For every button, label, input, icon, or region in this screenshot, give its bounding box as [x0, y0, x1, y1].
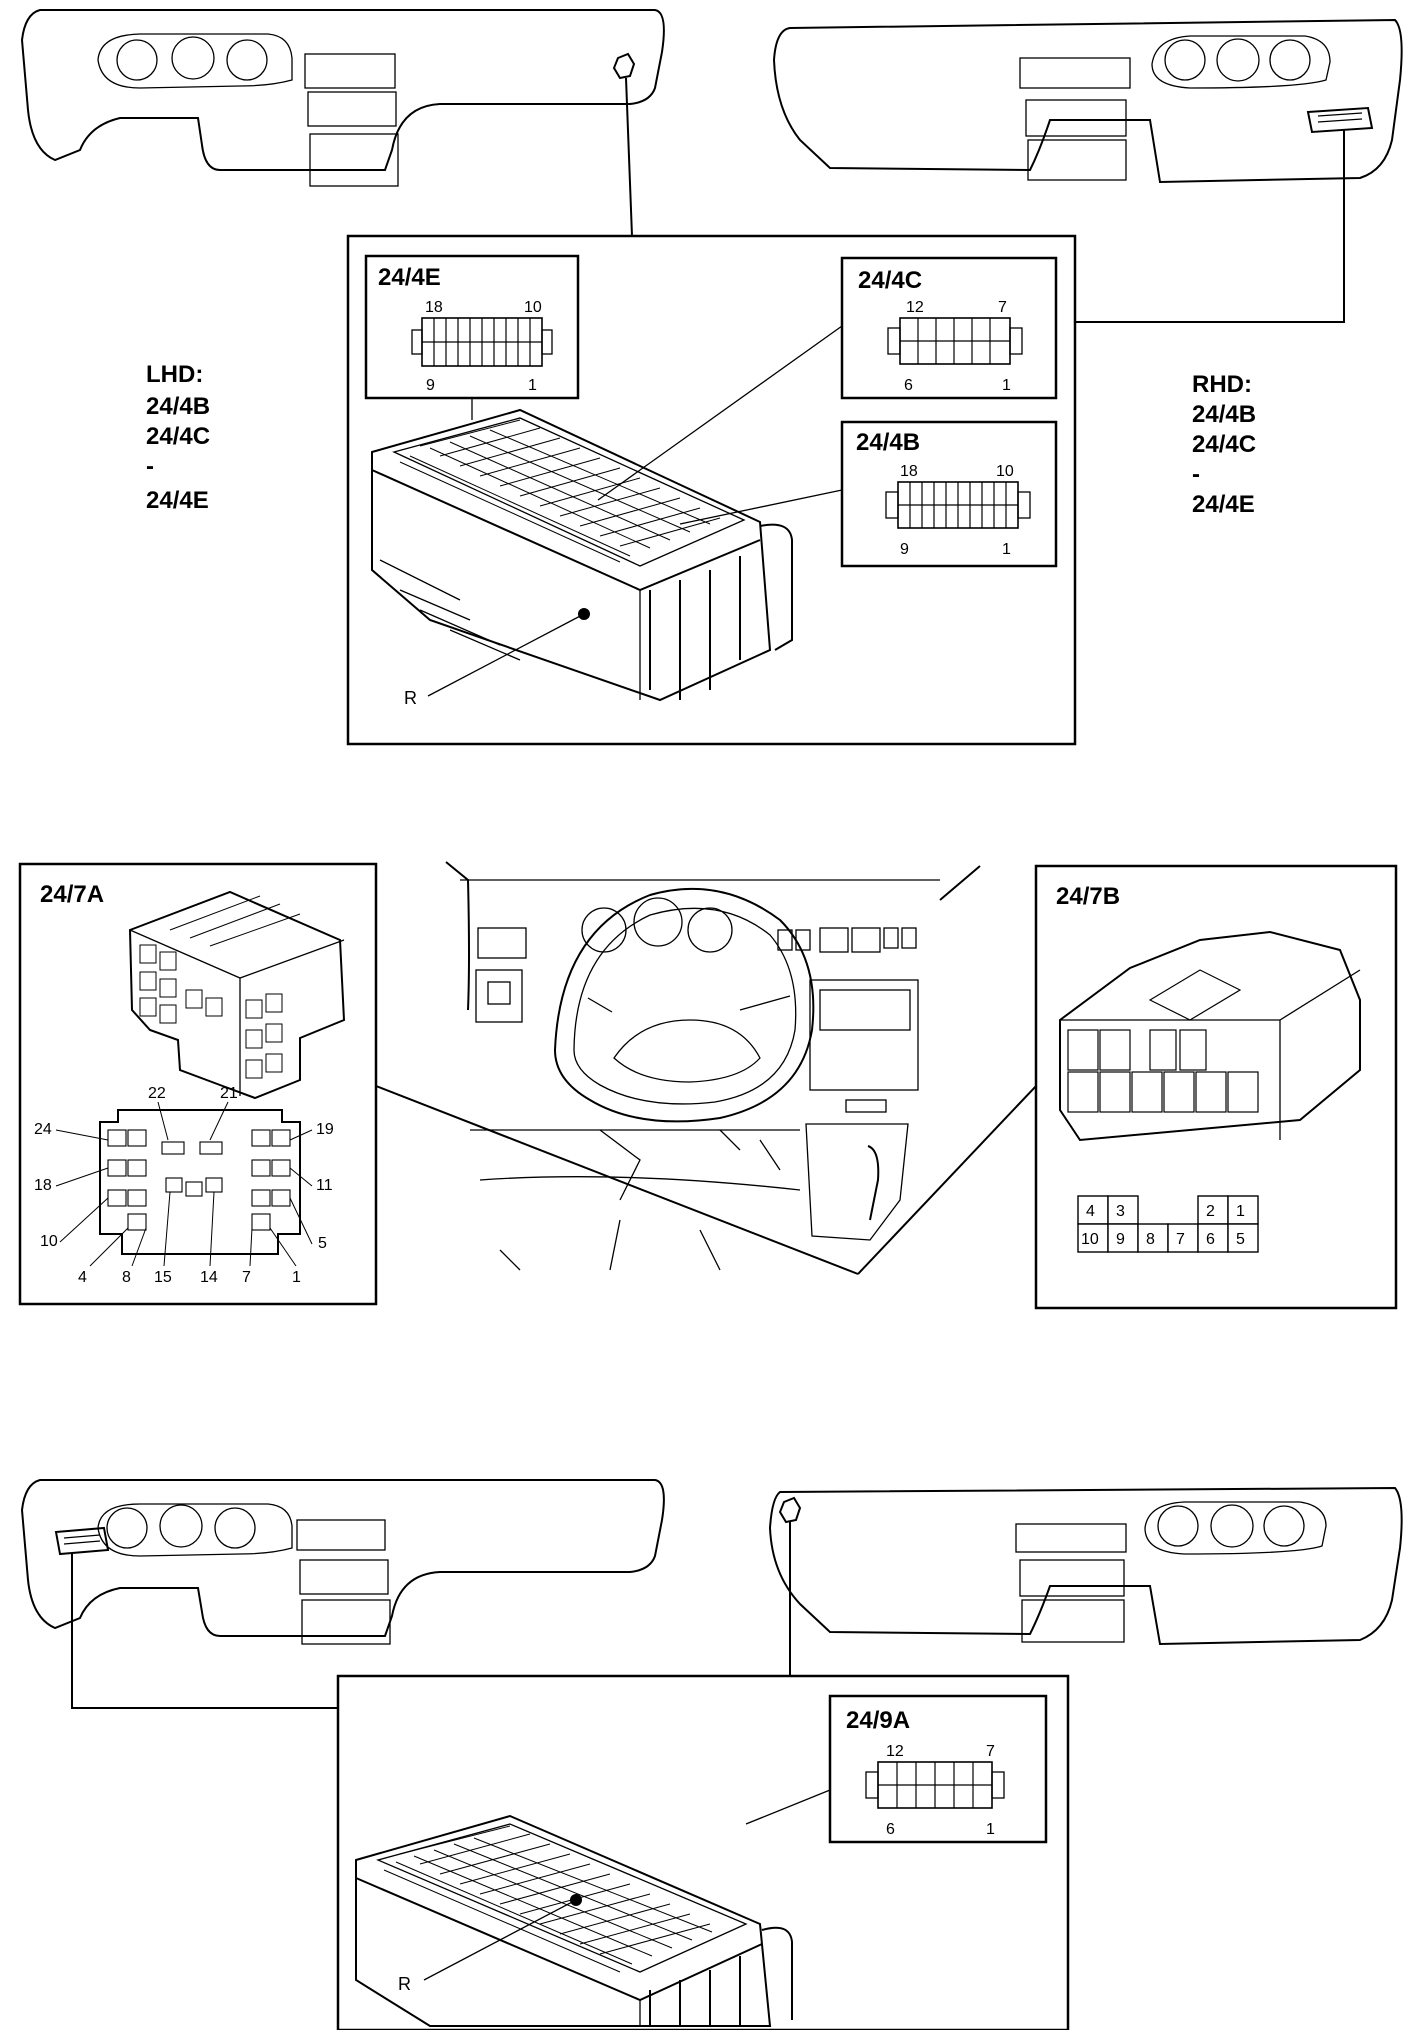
rhd-label-block: RHD: 24/4B 24/4C - 24/4E	[1192, 371, 1256, 518]
grid-pin: 8	[1146, 1231, 1155, 1248]
connector-24-7B-box: 24/7B 4 3 2 1 10 9 8 7 6 5	[1034, 864, 1398, 1310]
grid-pin: 7	[1176, 1231, 1185, 1248]
grid-pin: 5	[1236, 1231, 1245, 1248]
pin-label: 1	[528, 377, 537, 394]
pin-label: 1	[292, 1269, 301, 1286]
pin-label: 5	[318, 1235, 327, 1252]
lhd-item: 24/4B	[146, 393, 210, 420]
grid-pin: 1	[1236, 1203, 1245, 1220]
pin-label: 6	[904, 377, 913, 394]
connector-24-9A-box: 24/9A 12 7 6 1	[828, 1694, 1048, 1844]
pin-label: 12	[906, 299, 924, 316]
pin-label: 7	[986, 1743, 995, 1760]
lhd-heading: LHD:	[146, 361, 203, 388]
lead-line-lhd-bottom	[71, 1554, 338, 1709]
pin-label: 1	[1002, 377, 1011, 394]
pin-label: 10	[40, 1233, 58, 1250]
pin-label: 18	[34, 1177, 52, 1194]
pin-label: 19	[316, 1121, 334, 1138]
pin-label: 1	[1002, 541, 1011, 558]
rhd-item: 24/4E	[1192, 491, 1255, 518]
pin-label: 7	[998, 299, 1007, 316]
pin-label: 12	[886, 1743, 904, 1760]
dashboard-lhd-top	[20, 9, 665, 187]
pin-label: 22	[148, 1085, 166, 1102]
rhd-heading: RHD:	[1192, 371, 1252, 398]
connector-24-7A-box: 24/7A 22 21	[18, 862, 378, 1306]
lhd-label-block: LHD: 24/4B 24/4C - 24/4E	[146, 361, 210, 514]
lead-line-rhd	[1075, 130, 1345, 323]
rhd-item: 24/4B	[1192, 401, 1256, 428]
grid-pin: 4	[1086, 1203, 1095, 1220]
relay-label-top: R	[404, 688, 417, 708]
grid-pin: 9	[1116, 1231, 1125, 1248]
pin-label: 18	[425, 299, 443, 316]
pin-label: 9	[900, 541, 909, 558]
connector-24-4E-box: 24/4E 18 10 9 1	[364, 254, 580, 400]
lhd-item: -	[146, 453, 154, 480]
rhd-item: -	[1192, 461, 1200, 488]
pin-label: 1	[986, 1821, 995, 1838]
pin-label: 6	[886, 1821, 895, 1838]
connector-24-7A-label: 24/7A	[40, 881, 104, 908]
lhd-item: 24/4C	[146, 423, 210, 450]
pin-label: 10	[524, 299, 542, 316]
pointer-line-24-7A	[375, 1085, 859, 1275]
dashboard-rhd-bottom	[768, 1486, 1403, 1646]
pin-label: 14	[200, 1269, 218, 1286]
grid-pin: 2	[1206, 1203, 1215, 1220]
pin-label: 7	[242, 1269, 251, 1286]
connector-24-4B-box: 24/4B 18 10 9 1	[840, 420, 1058, 568]
lead-line-lhd	[625, 77, 633, 237]
pin-label: 4	[78, 1269, 87, 1286]
pin-label: 15	[154, 1269, 172, 1286]
connector-24-4B-label: 24/4B	[856, 429, 920, 456]
pin-label: 21	[220, 1085, 238, 1102]
connector-24-7B-pin-grid	[1077, 1195, 1259, 1253]
connector-24-4C-box: 24/4C 12 7 6 1	[840, 256, 1058, 400]
relay-label-bottom: R	[398, 1974, 411, 1994]
grid-pin: 3	[1116, 1203, 1125, 1220]
central-electrical-unit-top	[371, 408, 793, 702]
grid-pin: 10	[1081, 1231, 1099, 1248]
connector-24-4E-label: 24/4E	[378, 264, 441, 291]
connector-24-9A-label: 24/9A	[846, 1707, 910, 1734]
lhd-item: 24/4E	[146, 487, 209, 514]
connector-24-7B-label: 24/7B	[1056, 883, 1120, 910]
central-electrical-unit-bottom	[355, 1814, 793, 2027]
dashboard-rhd-top	[772, 18, 1403, 184]
pin-label: 8	[122, 1269, 131, 1286]
connector-24-4C-label: 24/4C	[858, 267, 922, 294]
pin-label: 9	[426, 377, 435, 394]
dashboard-lhd-bottom	[20, 1479, 665, 1645]
pin-label: 18	[900, 463, 918, 480]
pin-label: 24	[34, 1121, 52, 1138]
rhd-item: 24/4C	[1192, 431, 1256, 458]
grid-pin: 6	[1206, 1231, 1215, 1248]
pointer-line-24-7B	[857, 1085, 1037, 1275]
pin-label: 10	[996, 463, 1014, 480]
pin-label: 11	[316, 1177, 333, 1194]
car-interior-view	[445, 861, 981, 1271]
